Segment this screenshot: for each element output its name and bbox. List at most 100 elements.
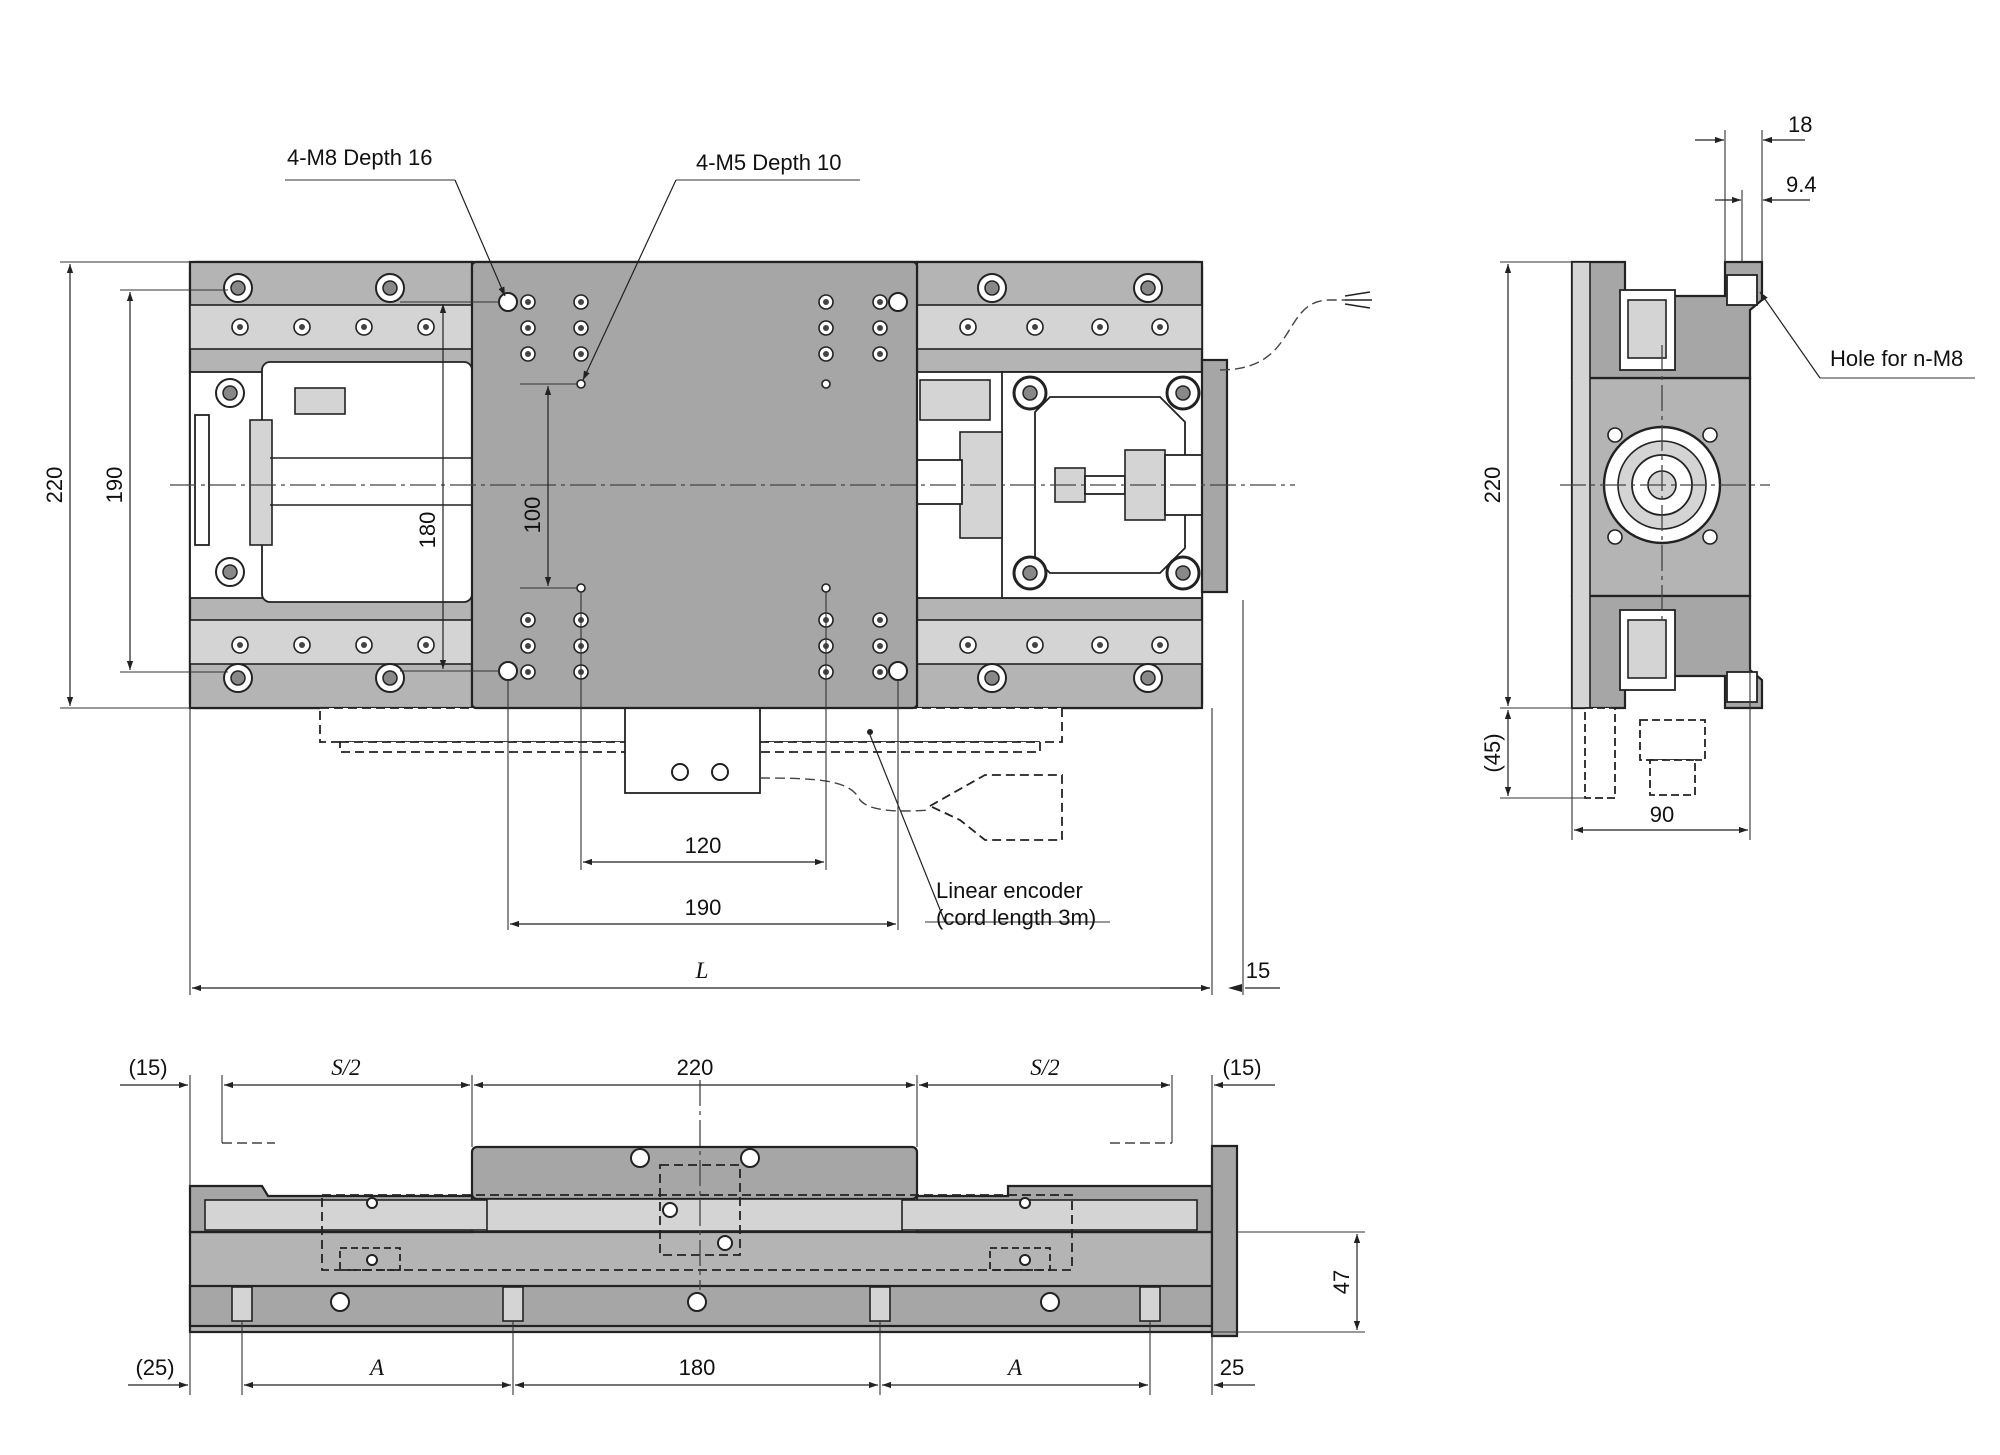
m8-leader <box>454 179 506 297</box>
dim-label-190-vertical: 190 <box>102 467 127 504</box>
front-dim-label-47: 47 <box>1329 1270 1354 1294</box>
mount-bolt <box>1139 1286 1161 1322</box>
front-motor-plate <box>1210 1144 1239 1338</box>
m5-hole <box>576 583 586 593</box>
motor-bolt-hole-core <box>1175 565 1191 581</box>
rail-screw-core <box>1032 324 1038 330</box>
mount-bolt <box>869 1286 891 1322</box>
front-hidden-block <box>989 1247 1051 1271</box>
m8-hole <box>498 292 518 312</box>
front-screw <box>330 1292 350 1312</box>
tapped-hole-core <box>525 299 531 305</box>
front-screw <box>687 1292 707 1312</box>
front-view: (15) S/2 220 S/2 (15) 47 (25) A 180 A 25 <box>120 1055 1365 1395</box>
dim-label-100: 100 <box>520 497 545 534</box>
m5-leader <box>582 179 677 381</box>
rail-screw-core <box>1097 324 1103 330</box>
right-sensor-block <box>919 379 991 421</box>
top-view: 4-M8 Depth 16 4-M5 Depth 10 Linear encod… <box>42 145 1372 995</box>
front-table <box>470 1145 919 1201</box>
rail-screw-core <box>965 324 971 330</box>
tapped-hole-core <box>877 351 883 357</box>
tapped-hole-core <box>823 351 829 357</box>
encoder-leader-dot <box>867 729 873 735</box>
motor-bolt-hole-core <box>1022 385 1038 401</box>
front-dim-label-a-right: A <box>1006 1355 1023 1380</box>
left-bracket <box>194 414 210 546</box>
side-encoder-head <box>1639 719 1706 761</box>
tapped-hole-core <box>877 325 883 331</box>
rail-screw-core <box>361 642 367 648</box>
m5-hole <box>821 379 831 389</box>
front-small-screw <box>1019 1197 1031 1209</box>
tapped-hole-core <box>525 351 531 357</box>
front-carriage <box>486 1198 903 1232</box>
motor-bolt-hole-core <box>1022 565 1038 581</box>
side-dim-label-18: 18 <box>1788 112 1812 137</box>
front-small-screw <box>366 1197 378 1209</box>
rail-screw-core <box>1157 324 1163 330</box>
rail-screw-core <box>423 642 429 648</box>
front-dim-label-15-right: (15) <box>1222 1055 1261 1080</box>
left-end-cover <box>261 361 473 603</box>
tapped-hole-core <box>877 299 883 305</box>
rail-screw-core <box>1032 642 1038 648</box>
counterbore-hole-core <box>1140 280 1156 296</box>
screw-end <box>916 459 963 505</box>
cable-end <box>1344 291 1372 309</box>
guide-block-lower <box>1627 619 1667 679</box>
left-sensor-block <box>294 387 346 415</box>
mount-hole-lower <box>1726 671 1758 703</box>
side-bolt <box>1702 427 1718 443</box>
front-dim-label-a-left: A <box>368 1355 385 1380</box>
front-hidden-encoder <box>321 1194 1073 1271</box>
tapped-hole-core <box>525 669 531 675</box>
m5-callout: 4-M5 Depth 10 <box>696 150 842 175</box>
rail-screw-core <box>361 324 367 330</box>
front-small-screw <box>1019 1254 1031 1266</box>
front-small-screw <box>366 1254 378 1266</box>
dim-label-220: 220 <box>42 467 67 504</box>
side-encoder-body <box>1584 707 1616 799</box>
side-bolt <box>1607 529 1623 545</box>
side-dim-label-9-4: 9.4 <box>1786 172 1817 197</box>
front-hidden-block <box>339 1247 401 1271</box>
rail-screw-core <box>1157 642 1163 648</box>
motor-cable <box>1219 299 1345 371</box>
counterbore-hole-core <box>222 564 238 580</box>
motor-plate-side <box>1200 358 1229 594</box>
tapped-hole-core <box>578 351 584 357</box>
rail-screw-core <box>237 642 243 648</box>
mount-hole-leader <box>1759 291 1821 379</box>
encoder-callout-line2: (cord length 3m) <box>936 905 1096 930</box>
rail-screw-holes <box>231 318 1169 654</box>
guide-block-upper <box>1627 299 1667 359</box>
encoder-callout-line1: Linear encoder <box>936 878 1083 903</box>
tapped-hole-core <box>525 617 531 623</box>
encoder-connector <box>928 774 1063 841</box>
front-screw <box>662 1202 678 1218</box>
m8-hole <box>888 661 908 681</box>
tapped-hole-core <box>823 325 829 331</box>
front-dim-label-25-left: (25) <box>135 1355 174 1380</box>
rail-screw-core <box>1097 642 1103 648</box>
side-view: 18 9.4 Hole for n-M8 220 (45) 90 <box>1480 112 1975 840</box>
rail-screw-core <box>299 324 305 330</box>
tapped-hole-core <box>877 643 883 649</box>
m8-callout: 4-M8 Depth 16 <box>287 145 433 170</box>
encoder-screw <box>711 763 729 781</box>
tapped-hole-core <box>877 669 883 675</box>
tapped-hole-core <box>525 325 531 331</box>
dim-label-190-horizontal: 190 <box>685 895 722 920</box>
m8-hole <box>498 661 518 681</box>
mount-hole-callout: Hole for n-M8 <box>1830 346 1963 371</box>
tapped-hole-core <box>525 643 531 649</box>
tapped-hole-core <box>578 299 584 305</box>
m8-hole <box>888 292 908 312</box>
front-screw <box>717 1235 733 1251</box>
mount-bolt <box>231 1286 253 1322</box>
tapped-hole-core <box>823 299 829 305</box>
counterbore-hole-core <box>984 670 1000 686</box>
dim-label-180: 180 <box>415 512 440 549</box>
